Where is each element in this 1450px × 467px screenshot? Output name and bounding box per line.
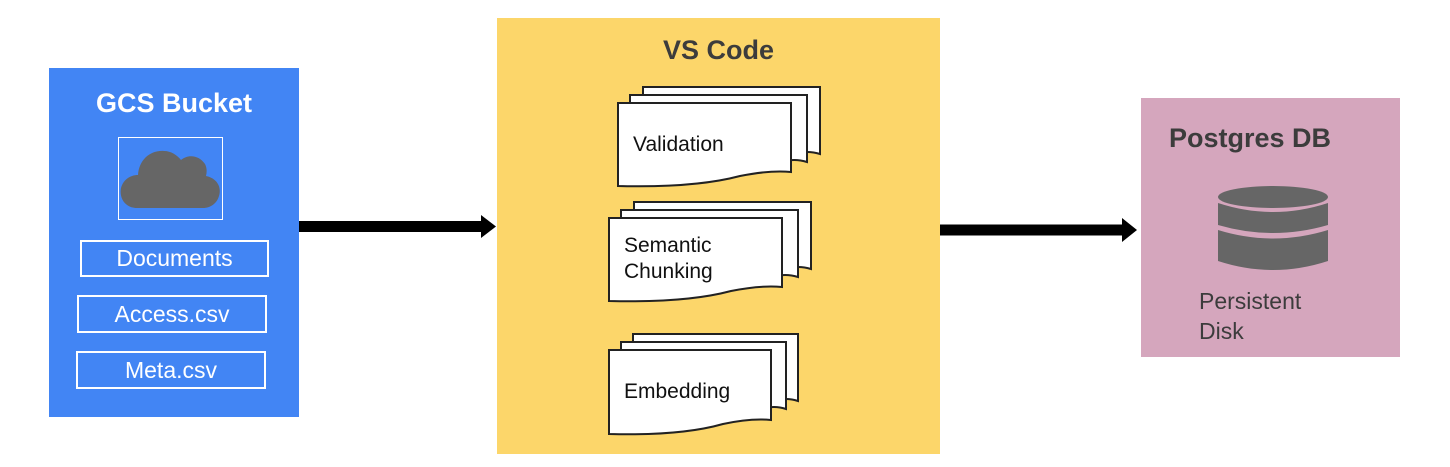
gcs-bucket-panel: GCS Bucket Documents Access.csv Meta.csv — [49, 68, 299, 417]
persistent-disk-caption: Persistent Disk — [1199, 288, 1302, 344]
step-validation-label: Validation — [633, 133, 724, 156]
document-stack-icon — [608, 333, 799, 436]
gcs-bucket-title: GCS Bucket — [95, 88, 253, 118]
cloud-icon — [120, 150, 220, 208]
step-embedding-label: Embedding — [624, 380, 731, 403]
arrow-gcs-to-vscode — [299, 215, 496, 238]
postgres-db-title: Postgres DB — [1169, 123, 1332, 153]
postgres-db-panel: Postgres DB Persistent Disk — [1141, 98, 1400, 357]
document-stack-icon — [608, 201, 812, 303]
vscode-panel: VS Code Validation Semantic Chunking Emb… — [497, 18, 940, 454]
arrow-vscode-to-postgres — [940, 218, 1137, 242]
database-icon — [1218, 186, 1328, 270]
document-stack-icon — [617, 86, 821, 188]
file-documents: Documents — [80, 240, 269, 277]
step-semantic-chunking-label: Semantic Chunking — [624, 234, 713, 283]
cloud-icon-frame — [118, 137, 223, 220]
file-meta-csv: Meta.csv — [76, 351, 266, 389]
vscode-title: VS Code — [662, 35, 775, 65]
file-access-csv: Access.csv — [77, 295, 267, 333]
